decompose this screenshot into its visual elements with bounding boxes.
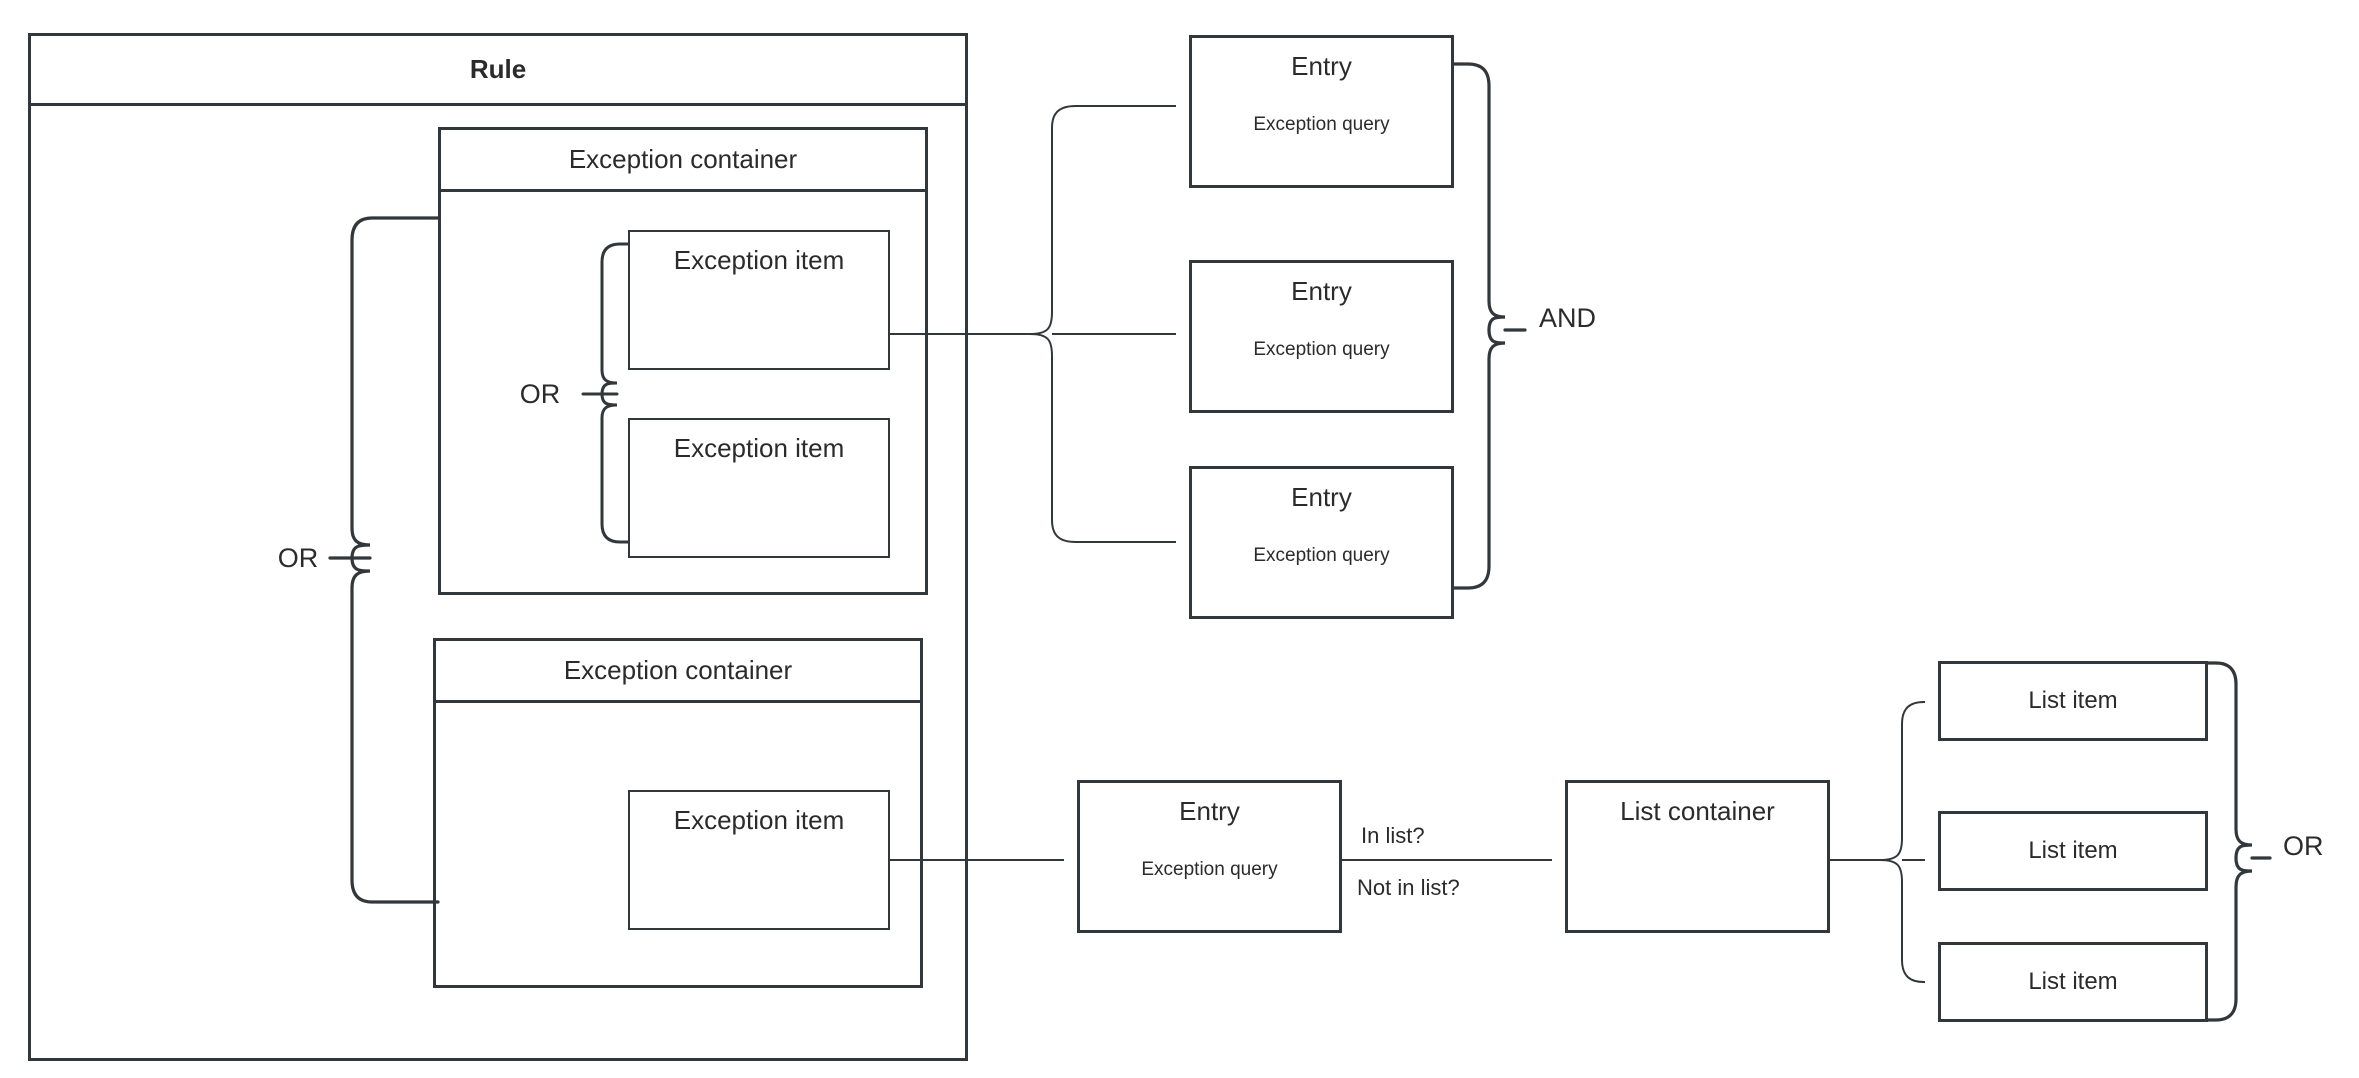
- inner-or-label: OR: [510, 378, 570, 410]
- list-or-brace: [2206, 661, 2272, 1022]
- list-item-1[interactable]: List item: [1938, 661, 2208, 741]
- exception-item-2-1-header: Exception item: [630, 792, 888, 850]
- list-item-2-body: List item: [1941, 814, 2205, 888]
- outer-or-label: OR: [268, 542, 328, 574]
- entry-3-body-text: Exception query: [1253, 545, 1390, 566]
- entry-2[interactable]: Entry Exception query: [1189, 260, 1454, 413]
- list-item-2-title: List item: [2028, 837, 2118, 864]
- list-item-1-body: List item: [1941, 664, 2205, 738]
- entries-and-brace: [1452, 62, 1527, 590]
- exception-item-2-1[interactable]: Exception item: [628, 790, 890, 930]
- list-container-body: [1568, 837, 1827, 930]
- not-in-list-label: Not in list?: [1357, 874, 1527, 902]
- and-label-text: AND: [1539, 303, 1596, 333]
- list-item-3-body: List item: [1941, 945, 2205, 1019]
- exception-item-1-2-title: Exception item: [673, 432, 845, 463]
- rule-title-header: Rule: [31, 36, 965, 106]
- list-entry[interactable]: Entry Exception query: [1077, 780, 1342, 933]
- list-item-3[interactable]: List item: [1938, 942, 2208, 1022]
- outer-or-label-text: OR: [277, 542, 319, 573]
- entry-3[interactable]: Entry Exception query: [1189, 466, 1454, 619]
- entry-3-header: Entry: [1192, 469, 1451, 529]
- entry-3-body: Exception query: [1192, 523, 1451, 616]
- inner-or-label-text: OR: [519, 378, 561, 409]
- in-list-label: In list?: [1361, 822, 1481, 850]
- entry-2-body: Exception query: [1192, 317, 1451, 410]
- list-container[interactable]: List container: [1565, 780, 1830, 933]
- entry-3-title: Entry: [1291, 482, 1352, 512]
- list-item-1-title: List item: [2028, 687, 2118, 714]
- exception-item-1-1[interactable]: Exception item: [628, 230, 890, 370]
- not-in-list-label-text: Not in list?: [1357, 875, 1460, 900]
- exception-container-1-header: Exception container: [441, 130, 925, 192]
- list-entry-title: Entry: [1179, 796, 1240, 826]
- exception-item-1-2-body: [630, 474, 888, 556]
- inner-or-brace: [581, 242, 630, 544]
- exception-item-1-1-body: [630, 286, 888, 368]
- exception-to-entries-branch: [890, 105, 1176, 543]
- exception-item-1-2-header: Exception item: [630, 420, 888, 478]
- entry-2-body-text: Exception query: [1253, 339, 1390, 360]
- exception-container-2-title: Exception container: [563, 655, 793, 685]
- in-list-label-text: In list?: [1361, 823, 1425, 848]
- exception-container-2-header: Exception container: [436, 641, 920, 703]
- list-entry-body: Exception query: [1080, 837, 1339, 930]
- exception-container-1-title: Exception container: [568, 144, 798, 174]
- outer-or-brace: [328, 216, 440, 904]
- entry-1-title: Entry: [1291, 51, 1352, 81]
- list-item-3-title: List item: [2028, 968, 2118, 995]
- exception-item-2-1-title: Exception item: [673, 804, 845, 835]
- entry-1-header: Entry: [1192, 38, 1451, 98]
- entry-1[interactable]: Entry Exception query: [1189, 35, 1454, 188]
- exception-item-2-1-body: [630, 846, 888, 928]
- entry-1-body: Exception query: [1192, 92, 1451, 185]
- list-container-title: List container: [1620, 796, 1775, 826]
- exception-item-1-2[interactable]: Exception item: [628, 418, 890, 558]
- page-title: Rule: [469, 54, 527, 84]
- entry-2-title: Entry: [1291, 276, 1352, 306]
- entry-2-header: Entry: [1192, 263, 1451, 323]
- list-container-to-items-branch: [1830, 701, 1925, 983]
- entry-1-body-text: Exception query: [1253, 114, 1390, 135]
- list-item-2[interactable]: List item: [1938, 811, 2208, 891]
- list-entry-body-text: Exception query: [1141, 859, 1278, 880]
- list-or-label-text: OR: [2283, 831, 2324, 861]
- exception-item-1-1-title: Exception item: [673, 244, 845, 275]
